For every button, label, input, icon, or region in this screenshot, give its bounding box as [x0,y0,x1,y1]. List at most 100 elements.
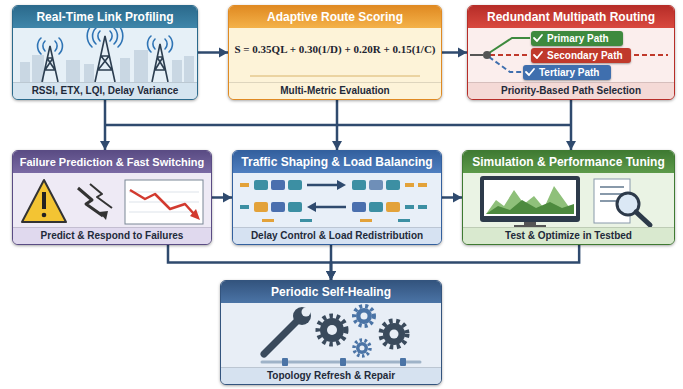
monitor-chart [480,176,580,222]
box-title: Simulation & Performance Tuning [472,155,664,169]
slider-bar [262,361,420,364]
city-skyline [20,50,194,82]
header-band: Traffic Shaping & Load Balancing [233,151,441,173]
formula-band: S = 0.35QL + 0.30(1/D) + 0.20R + 0.15(1/… [229,42,441,57]
monitor-chart [514,225,546,228]
gear-icon [360,346,365,351]
process-box: Simulation & Performance TuningTest & Op… [462,150,675,245]
gear-icon [354,306,374,326]
box-title: Periodic Self-Healing [271,285,391,299]
decline-chart [130,190,194,214]
wrench-icon [302,308,311,317]
arrow-head [458,48,467,58]
packet-queue [288,180,302,190]
path-label: Tertiary Path [539,67,599,78]
signal-waves [38,38,63,54]
arrow-head [326,271,336,280]
flow-arrow [198,48,228,58]
flow-line [168,245,331,280]
packet-queue [240,180,427,222]
magnifier-doc [594,179,630,223]
box-caption: RSSI, ETX, LQI, Delay Variance [32,85,179,96]
path-label: Secondary Path [547,50,623,61]
header-band: Periodic Self-Healing [221,281,441,303]
packet-queue [418,183,427,187]
flow-arrow [212,193,232,203]
footer-band: Multi-Metric Evaluation [229,82,441,99]
box-caption: Predict & Respond to Failures [41,230,184,241]
slider-bar [262,358,420,366]
arrow-head [326,271,336,280]
header-band: Failure Prediction & Fast Switching [13,151,211,173]
formula-text: S = 0.35QL + 0.30(1/D) + 0.20R + 0.15(1/… [234,43,435,55]
flow-line [331,245,579,280]
gear-icon [381,321,407,347]
path-tree [634,54,668,56]
arrow-head [453,193,462,203]
path-tree [470,38,668,72]
packet-queue [360,219,372,222]
radio-tower [42,36,168,82]
gear-icon [356,342,368,354]
box-caption: Delay Control & Load Redistribution [251,230,423,241]
header-band: Real-Time Link Profiling [13,6,197,28]
process-box: Redundant Multipath RoutingPriority-Base… [467,5,675,100]
city-skyline [172,60,182,82]
signal-waves [38,25,173,54]
path-tree [489,38,530,53]
arrow-head [100,141,110,150]
monitor-chart [486,200,574,214]
box-caption: Topology Refresh & Repair [267,370,395,381]
process-box: Traffic Shaping & Load BalancingDelay Co… [232,150,442,245]
packet-queue [307,184,338,187]
radio-tower [152,44,168,82]
wrench-icon [264,320,298,354]
flow-arrow [168,245,336,280]
warning-sign [22,180,66,222]
process-box: Adaptive Route ScoringS = 0.35QL + 0.30(… [228,5,442,100]
packet-queue [254,180,268,190]
packet-queue [352,180,366,190]
packet-queue [369,202,383,212]
footer-band: Topology Refresh & Repair [221,367,441,384]
box-title: Traffic Shaping & Load Balancing [241,155,432,169]
packet-queue [288,202,302,212]
header-band: Redundant Multipath Routing [468,6,674,28]
magnifier-doc [617,193,639,215]
packet-queue [405,183,414,187]
magnifier-doc [636,212,650,225]
packet-queue [418,205,427,209]
flow-arrow [332,100,342,150]
city-skyline [120,58,130,82]
footer-band: Test & Optimize in Testbed [463,227,674,244]
flow-arrow [326,245,579,280]
magnifier-doc [594,179,650,225]
radio-tower [95,36,115,82]
packet-queue [271,180,285,190]
packet-queue [307,202,316,212]
packet-queue [254,202,268,212]
box-caption: Test & Optimize in Testbed [505,230,632,241]
path-tree [490,54,530,56]
flow-arrow [100,100,110,150]
fault-zigzag [78,184,112,220]
packet-queue [240,205,249,209]
city-skyline [20,62,30,82]
city-skyline [66,60,80,82]
fault-zigzag [90,184,112,208]
city-skyline [134,50,148,82]
box-title: Failure Prediction & Fast Switching [20,156,205,168]
packet-queue [262,219,274,222]
warning-sign [42,213,47,218]
footer-band: Priority-Based Path Selection [468,82,674,99]
flow-arrow [566,100,576,150]
gear-icon [356,308,372,324]
monitor-chart [480,176,580,228]
arrow-head [326,271,336,280]
path-tree [470,54,483,56]
arrow-head [566,141,576,150]
warning-sign [22,180,66,222]
signal-waves [148,36,173,52]
